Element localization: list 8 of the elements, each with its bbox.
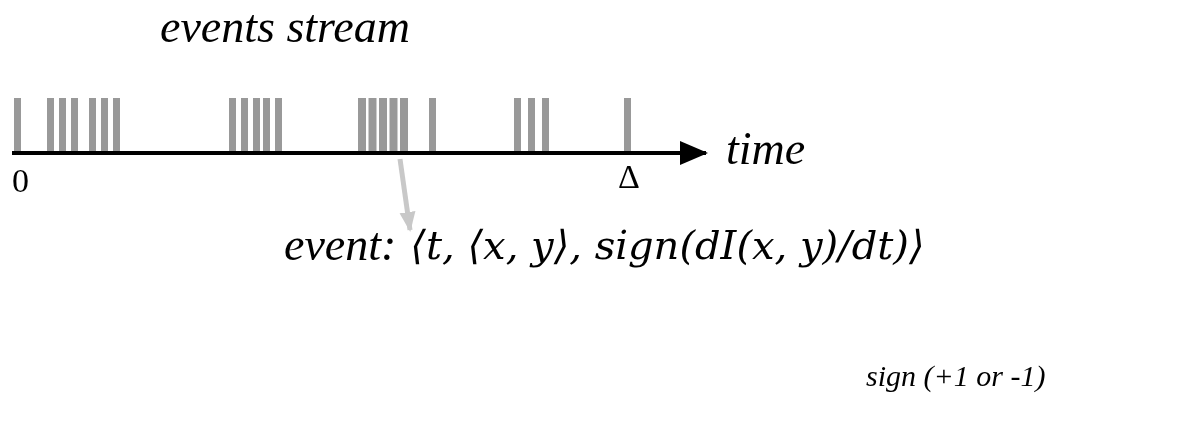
axis-label: time: [726, 126, 806, 172]
tick-label: 0: [12, 164, 29, 198]
note-text: sign (+1 or -1): [866, 361, 1046, 391]
leader-arrow: [397, 158, 416, 232]
axis-title: events stream: [160, 4, 410, 50]
tick-label: Δ: [618, 160, 640, 194]
event-label: event:: [284, 222, 397, 268]
event-cluster-bars: [358, 98, 408, 151]
